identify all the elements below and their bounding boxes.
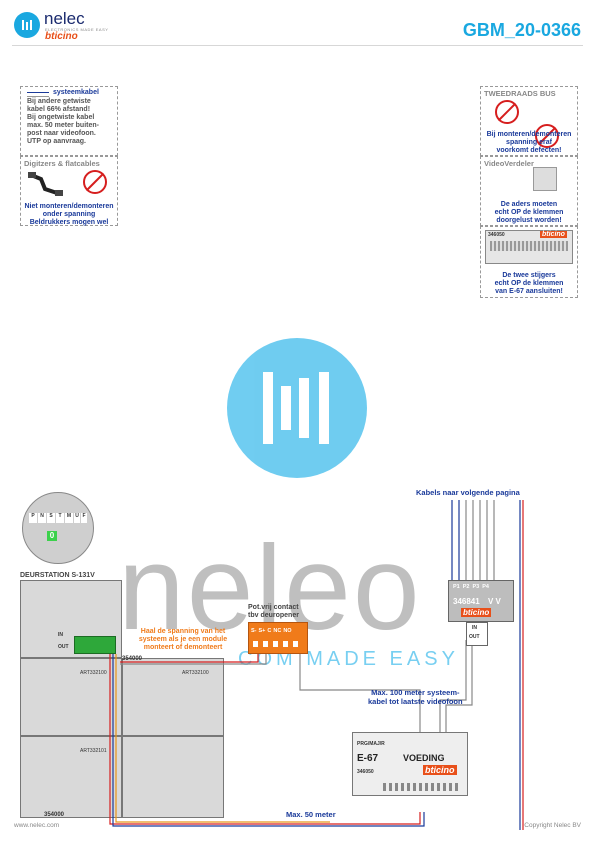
nelec-logo-icon [14, 12, 40, 38]
label-354000-bot: 354000 [44, 812, 65, 818]
in-label: IN [58, 632, 63, 638]
next-page-label: Kabels naar volgende pagina [416, 488, 520, 497]
vv-code: 346841 V V [453, 597, 501, 606]
cable-note-panel: systeemkabel Bij andere getwiste kabel 6… [20, 86, 118, 156]
psu-note-text: De twee stijgers echt OP de klemmen van … [494, 272, 564, 295]
cable-note-text: Bij andere getwiste kabel 66% afstand! B… [27, 98, 99, 145]
vv-io-block: IN OUT [466, 622, 488, 646]
psu-note-panel: 346050 bticino De twee stijgers echt OP … [480, 226, 578, 298]
vv-module: P1 P2 P3 P4 346841 V V bticino [448, 580, 514, 622]
vv-note-panel: VideoVerdeler De aders moeten echt OP de… [480, 156, 578, 226]
terminal-block [74, 636, 116, 654]
bus-note-text: Bij monteren/demonteren spanning eraf vo… [486, 131, 572, 154]
contact-terminals: S- S+ C NC NO [251, 628, 292, 634]
document-id: GBM_20-0366 [462, 20, 581, 40]
psu-terminals [383, 783, 461, 791]
sub-brand: bticino [45, 31, 78, 42]
vv-in-label: IN [472, 625, 477, 631]
contact-screws [253, 641, 303, 647]
vv-note-title: VideoVerdeler [484, 159, 534, 168]
header-divider [12, 45, 583, 46]
label-354000-top: 354000 [122, 656, 143, 662]
psu-code: 346050 [357, 769, 374, 775]
warning-text: Haal de spanning van het systeem als je … [138, 628, 228, 651]
footer-website: www.nelec.com [14, 822, 60, 829]
psu-thumb-brand: bticino [540, 231, 567, 238]
vv-brand: bticino [461, 608, 492, 617]
contact-title: Pot.vrij contact tbv deuropener [248, 604, 299, 619]
bus-note-title: TWEEDRAADS BUS [484, 89, 556, 98]
vv-device-icon [533, 167, 557, 191]
max-50-label: Max. 50 meter [286, 810, 336, 819]
contact-module: S- S+ C NC NO [248, 622, 308, 654]
no-voltage-icon [535, 124, 559, 148]
cable-note-title: systeemkabel [53, 89, 99, 96]
cable-legend-icon [27, 92, 49, 97]
station-module-bot-right [122, 736, 224, 818]
vv-out-label: OUT [469, 634, 480, 640]
digitizer-note-title: Digitzers & flatcables [24, 159, 100, 168]
watermark-bars-icon [263, 372, 329, 444]
station-module-mid-left [20, 658, 122, 736]
keypad-digit: 0 [47, 531, 57, 541]
watermark-circle [227, 338, 367, 478]
keypad-strip: P N S T M U F [29, 513, 89, 523]
module-code-a: ART332100 [80, 670, 107, 676]
vv-ports: P1 P2 P3 P4 [453, 584, 489, 590]
station-module-bot-left [20, 736, 122, 818]
psu-module: PRG/MAJ/R E-67 VOEDING 346050 bticino [352, 732, 468, 796]
no-live-work-icon [83, 170, 107, 194]
psu-name: VOEDING [403, 753, 445, 763]
psu-model: E-67 [357, 753, 379, 764]
psu-prg-label: PRG/MAJ/R [357, 741, 385, 747]
max-100-label: Max. 100 meter systeem- kabel tot laatst… [368, 688, 463, 706]
station-title: DEURSTATION S-131V [20, 572, 95, 579]
psu-brand: bticino [423, 765, 457, 775]
module-code-b: ART332100 [182, 670, 209, 676]
psu-thumb-terminals [490, 241, 568, 251]
out-label: OUT [58, 644, 69, 650]
psu-thumb-code: 346050 [488, 232, 505, 238]
bus-note-panel: TWEEDRAADS BUS Bij monteren/demonteren s… [480, 86, 578, 156]
module-code-c: ART332101 [80, 748, 107, 754]
brand-name: nelec [44, 9, 85, 28]
psu-thumbnail: 346050 bticino [485, 230, 573, 264]
no-plug-icon [495, 100, 519, 124]
keypad-magnifier: P N S T M U F 0 [22, 492, 94, 564]
brand-tagline: ELECTRONICS MADE EASY [45, 27, 109, 32]
footer-copyright: Copyright Nelec BV [524, 822, 581, 829]
digitizer-note-text: Niet monteren/demonteren onder spanning … [24, 203, 114, 226]
flatcable-icon [28, 172, 63, 196]
vv-note-text: De aders moeten echt OP de klemmen doorg… [494, 201, 564, 224]
digitizer-note-panel: Digitzers & flatcables Niet monteren/dem… [20, 156, 118, 226]
station-module-mid-right [122, 658, 224, 736]
